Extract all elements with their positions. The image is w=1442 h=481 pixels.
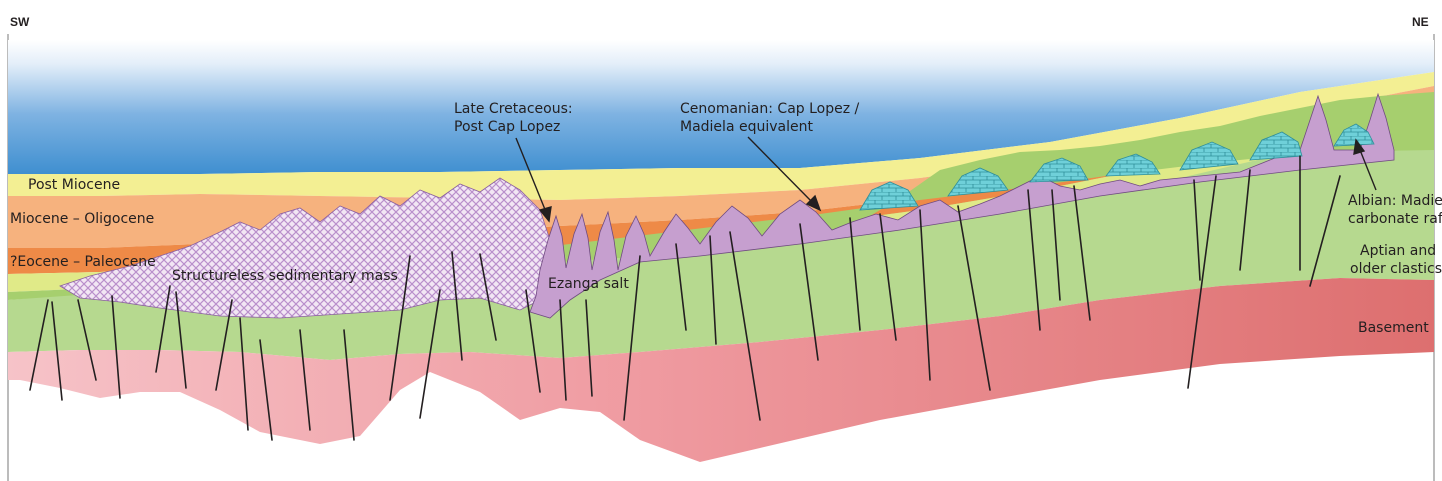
cenomanian-label-line2: Madiela equivalent bbox=[680, 119, 813, 135]
sw-label: SW bbox=[10, 15, 30, 29]
cenomanian-label-line1: Cenomanian: Cap Lopez / bbox=[680, 101, 860, 117]
albian-label-line2: carbonate rafts bbox=[1348, 211, 1442, 227]
miocene-oligocene-label: Miocene – Oligocene bbox=[10, 211, 154, 227]
late-cretaceous-label-line1: Late Cretaceous: bbox=[454, 101, 573, 117]
structureless-mass-label: Structureless sedimentary mass bbox=[172, 268, 398, 284]
eocene-paleocene-label: ?Eocene – Paleocene bbox=[10, 254, 156, 270]
late-cretaceous-label-line2: Post Cap Lopez bbox=[454, 119, 560, 135]
basement-label: Basement bbox=[1358, 320, 1429, 336]
aptian-label-line1: Aptian and bbox=[1360, 243, 1436, 259]
post-miocene-label: Post Miocene bbox=[28, 177, 120, 193]
aptian-label-line2: older clastics bbox=[1350, 261, 1442, 277]
ne-label: NE bbox=[1412, 15, 1429, 29]
albian-label-line1: Albian: Madiela bbox=[1348, 193, 1442, 209]
ezanga-salt-label: Ezanga salt bbox=[548, 276, 629, 292]
